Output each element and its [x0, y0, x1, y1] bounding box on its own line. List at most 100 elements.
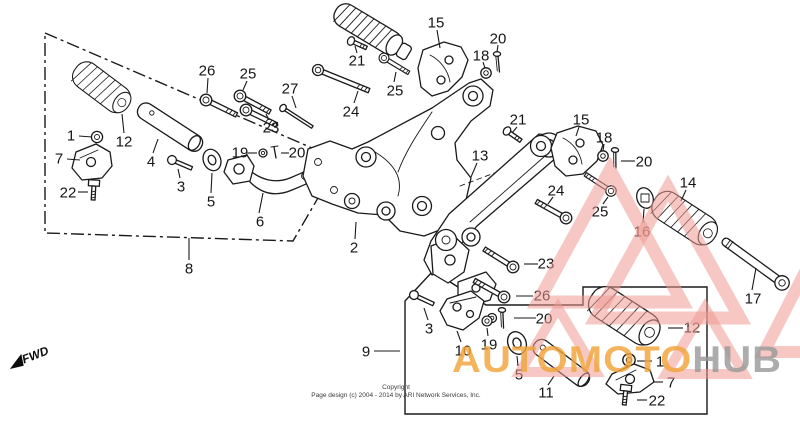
part-7-bracket [605, 363, 655, 395]
part-18-nut [480, 67, 492, 79]
callout-leader-1 [78, 135, 93, 138]
part-callout-21: 21 [510, 111, 527, 128]
part-20-washer-pin [492, 51, 502, 73]
part-23-flange-bolt [480, 243, 522, 276]
part-26-flange-bolt [197, 91, 240, 121]
callout-leader-14 [680, 189, 687, 202]
watermark-wordmark: AUTOMOTOHUB [452, 339, 782, 381]
watermark-text-automoto: AUTOMOTO [452, 339, 693, 380]
part-callout-22: 22 [649, 392, 666, 409]
part-27-long-bolt [279, 103, 314, 129]
part-callout-25: 25 [387, 82, 404, 99]
callout-leader-7 [66, 158, 81, 161]
part-callout-19: 19 [232, 144, 249, 161]
callout-leader-4 [152, 138, 159, 154]
part-callout-24: 24 [548, 182, 565, 199]
fwd-direction-marker: FWD [9, 343, 51, 369]
callout-leader-5 [210, 172, 213, 194]
part-callout-19: 19 [481, 336, 498, 353]
part-callout-9: 9 [362, 343, 370, 360]
part-callout-15: 15 [428, 14, 445, 31]
part-24-long-bolt [532, 195, 575, 227]
part-3-joint-pin [165, 153, 195, 174]
part-callout-20: 20 [289, 144, 306, 161]
part-callout-12: 12 [116, 133, 133, 150]
part-callout-18: 18 [596, 129, 613, 146]
part-callout-11: 11 [538, 384, 554, 401]
part-callout-27: 27 [282, 80, 299, 97]
callout-leader-12 [121, 113, 125, 134]
part-6-step-arm [223, 152, 342, 195]
part-callout-15: 15 [573, 111, 590, 128]
part-callout-20: 20 [490, 30, 507, 47]
part-callout-6: 6 [256, 213, 264, 230]
part-7-bracket [71, 143, 113, 181]
part-22-bolt [618, 383, 633, 407]
callout-leader-18 [482, 61, 486, 69]
fwd-arrow-icon [9, 353, 24, 369]
part-4-step-bar-pipe [136, 102, 204, 153]
part-callout-22: 22 [60, 184, 77, 201]
part-20-washer-pin [496, 306, 507, 329]
callout-leader-3 [423, 307, 429, 321]
part-callout-24: 24 [343, 103, 360, 120]
part-callout-10: 10 [455, 342, 472, 359]
callout-leader-24 [353, 90, 359, 104]
part-16-special-washer [636, 187, 654, 209]
callout-leader-19 [486, 327, 489, 337]
watermark-logo-triangles-icon [511, 156, 800, 379]
callout-leader-23 [265, 113, 270, 121]
callout-leader-15 [575, 126, 580, 137]
watermark-text-hub: HUB [692, 339, 783, 380]
callout-leader-5 [516, 355, 519, 367]
part-callout-7: 7 [55, 150, 63, 167]
subassembly-box-8 [44, 31, 342, 242]
callout-leader-25 [602, 196, 609, 205]
callout-leader-21 [354, 45, 358, 54]
part-18-nut [597, 150, 609, 162]
callout-leader-21 [511, 126, 518, 134]
footer-copyright: Copyright Page design (c) 2004 - 2014 by… [296, 384, 496, 399]
part-callout-21: 21 [349, 52, 366, 69]
callout-leader-25 [242, 80, 248, 91]
footer-copyright-line1: Copyright [382, 384, 410, 391]
callout-leader-10 [456, 330, 462, 343]
callout-leader-27 [291, 95, 297, 109]
part-10-joint-bracket [439, 290, 485, 331]
part-3-joint-pin [407, 288, 436, 309]
part-callout-18: 18 [473, 47, 490, 64]
part-callout-23: 23 [263, 119, 280, 136]
part-5-washer [199, 145, 225, 175]
part-callout-1: 1 [67, 127, 75, 144]
callout-leader-6 [258, 192, 264, 214]
part-callout-3: 3 [177, 178, 185, 195]
callout-leader-25 [393, 71, 397, 83]
part-callout-1: 1 [656, 353, 664, 370]
part-callout-8: 8 [185, 260, 193, 277]
part-callout-2: 2 [350, 239, 358, 256]
part-15-clamp-bracket [417, 41, 469, 97]
subassembly-box-9 [404, 270, 708, 415]
callout-leader-15 [436, 29, 441, 49]
part-21-screw [501, 124, 525, 146]
callout-leader-20 [496, 44, 499, 53]
callout-leader-26 [206, 77, 209, 94]
part-callout-20: 20 [636, 153, 653, 170]
part-19-20-fastener [258, 145, 279, 159]
part-17-joint-bolt [721, 237, 790, 291]
part-callout-7: 7 [667, 374, 675, 391]
part-callout-26: 26 [199, 62, 216, 79]
part-callout-3: 3 [425, 320, 433, 337]
part-callout-13: 13 [472, 147, 489, 164]
callout-leader-18 [602, 143, 605, 152]
part-12-footpeg-rubber [67, 56, 137, 119]
fwd-label: FWD [20, 343, 51, 366]
part-callout-17: 17 [745, 290, 762, 307]
callout-leader-11 [547, 375, 555, 386]
part-15-pillion-rubber [329, 0, 416, 65]
callout-leader-24 [547, 196, 554, 205]
part-callout-4: 4 [147, 153, 155, 170]
footer-copyright-line2: Page design (c) 2004 - 2014 by ARI Netwo… [311, 391, 481, 399]
